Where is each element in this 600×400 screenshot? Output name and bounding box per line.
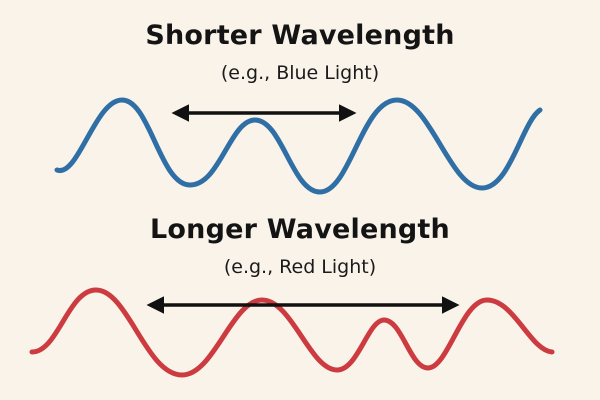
long-wavelength-title: Longer Wavelength [150,214,450,245]
long-wavelength-subtitle: (e.g., Red Light) [223,256,377,278]
blue-wave [54,97,543,195]
red-wave [29,287,555,378]
short-wavelength-title: Shorter Wavelength [145,20,455,51]
short-wavelength-subtitle: (e.g., Blue Light) [220,62,380,84]
